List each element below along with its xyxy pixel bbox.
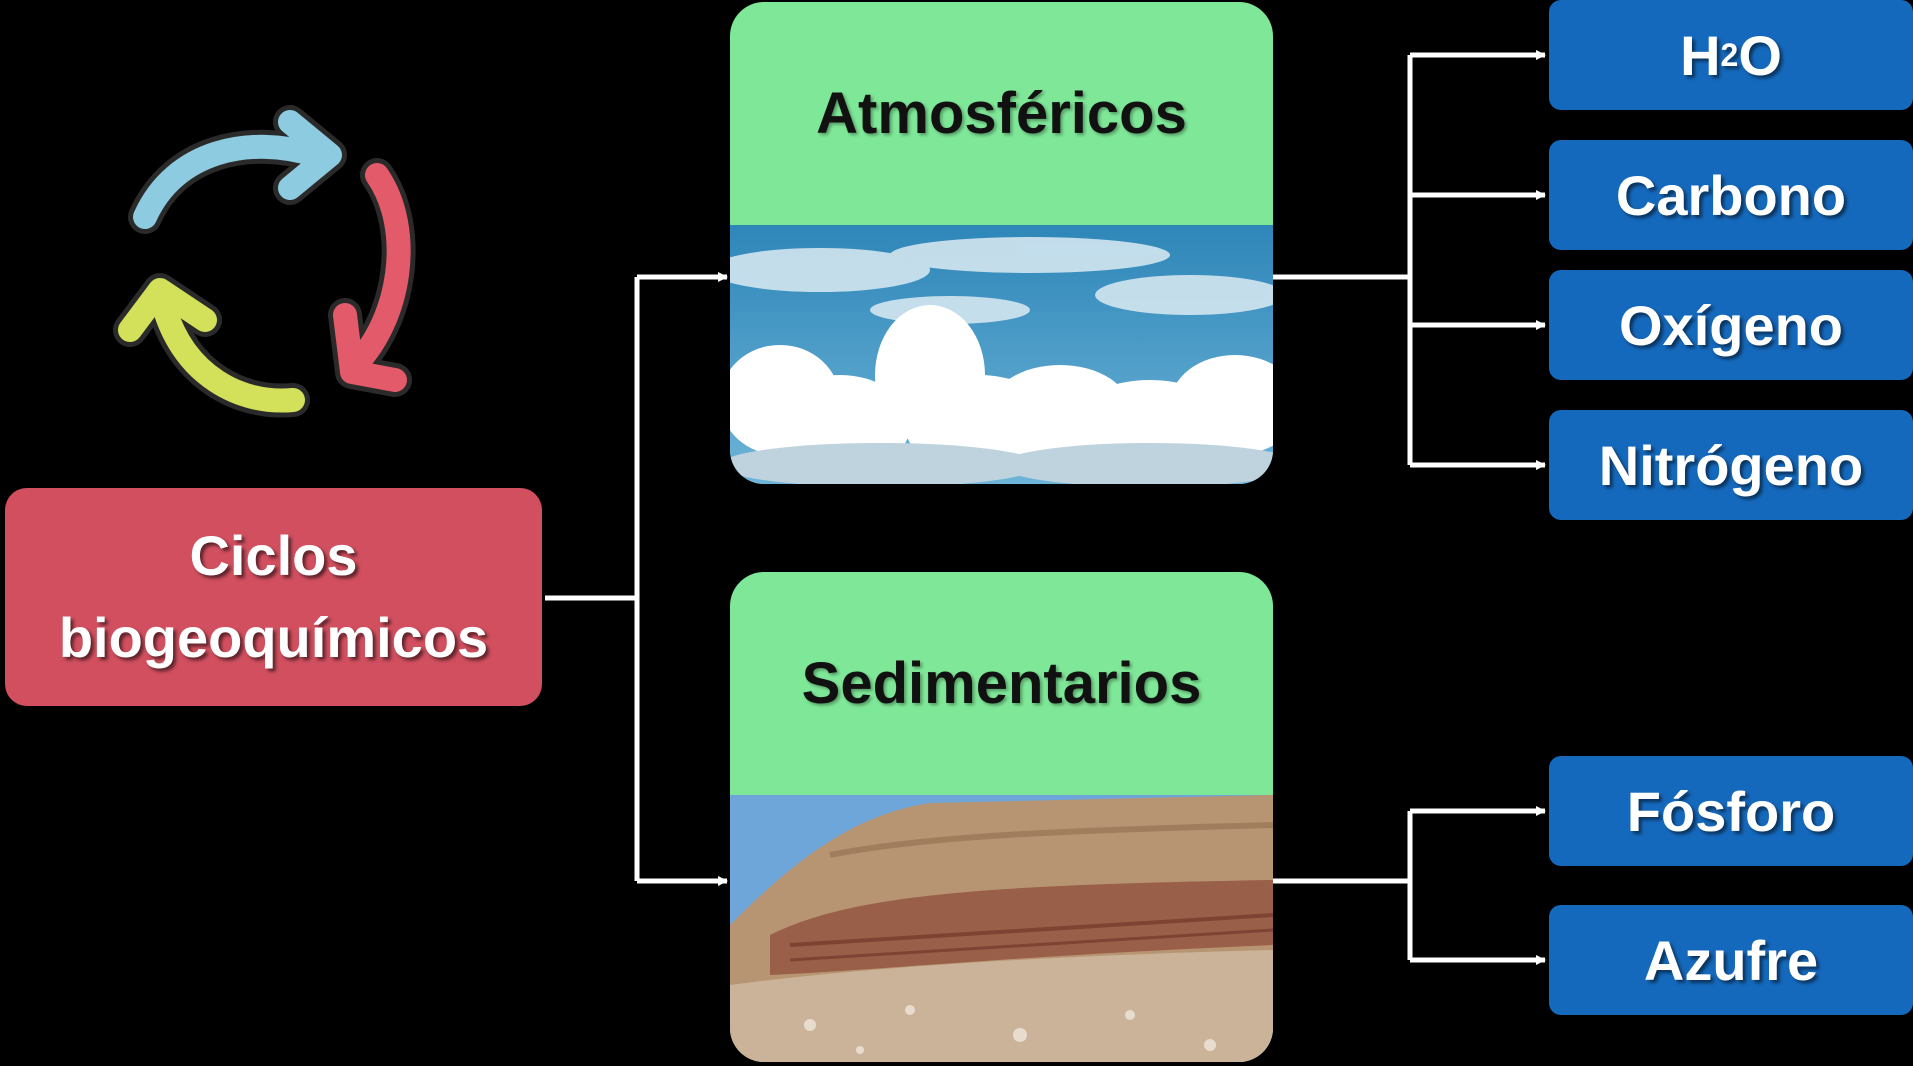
cycle-azufre: Azufre bbox=[1549, 905, 1913, 1015]
category-title: Atmosféricos bbox=[816, 81, 1187, 146]
cycle-nitrogeno: Nitrógeno bbox=[1549, 410, 1913, 520]
cycle-oxigeno: Oxígeno bbox=[1549, 270, 1913, 380]
category-title: Sedimentarios bbox=[801, 651, 1202, 716]
cycle-fosforo: Fósforo bbox=[1549, 756, 1913, 866]
root-title-line1: Ciclos bbox=[189, 524, 358, 587]
cycle-carbono: Carbono bbox=[1549, 140, 1913, 250]
root-node: Ciclos biogeoquímicos bbox=[5, 488, 542, 706]
category-card-sedimentarios: Sedimentarios bbox=[730, 572, 1273, 1062]
recycle-cycle-icon bbox=[113, 105, 416, 418]
sky-clouds-image bbox=[730, 225, 1273, 484]
h2o-h: H bbox=[1680, 23, 1721, 87]
rock-cliff-image bbox=[730, 795, 1273, 1062]
category-card-atmosfericos: Atmosféricos bbox=[730, 2, 1273, 484]
h2o-o: O bbox=[1738, 23, 1782, 87]
h2o-sub: 2 bbox=[1720, 36, 1739, 73]
root-title-line2: biogeoquímicos bbox=[58, 606, 489, 669]
